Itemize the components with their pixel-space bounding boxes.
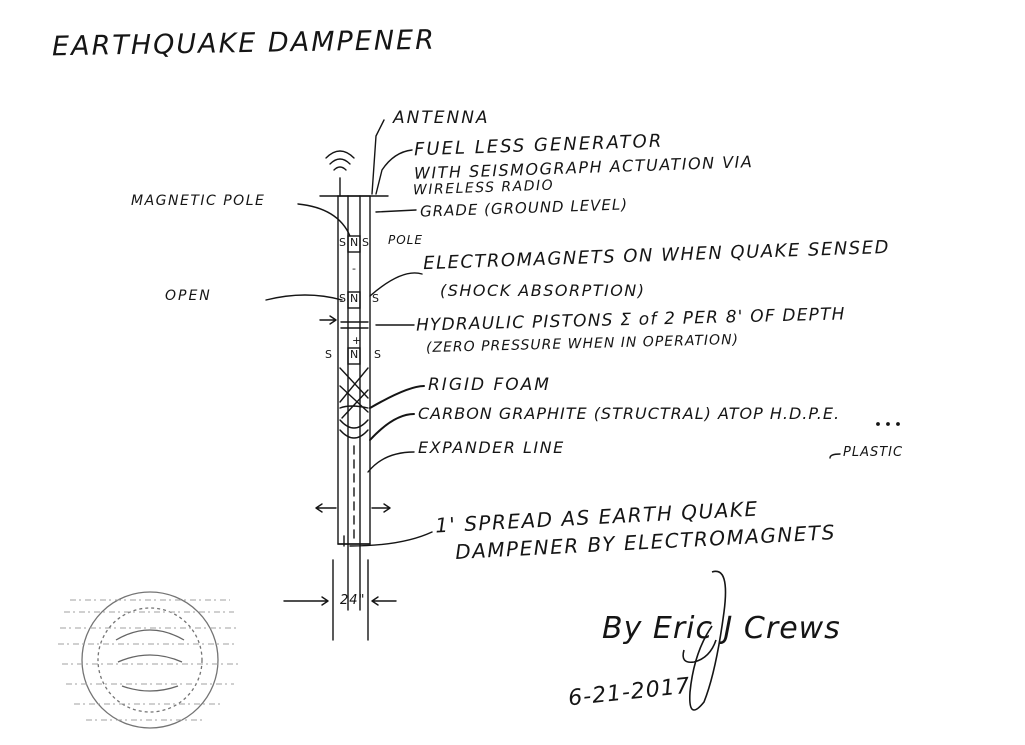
leader-plastic <box>829 453 841 459</box>
magnet-section-bottom <box>347 347 361 365</box>
leader-expander <box>367 451 415 473</box>
magnet-section-middle <box>347 291 361 309</box>
label-open: OPEN <box>165 288 212 304</box>
label-rigid-foam: RIGID FOAM <box>428 375 551 395</box>
leader-antenna <box>371 119 385 195</box>
column-base <box>337 535 371 547</box>
label-plastic: PLASTIC <box>843 445 904 460</box>
label-antenna: ANTENNA <box>393 108 490 128</box>
leader-open <box>265 294 343 301</box>
pole-mark-s-top-right: S <box>362 236 369 249</box>
label-width-dimension: 24" <box>340 593 366 608</box>
rigid-foam-hatching <box>339 367 369 419</box>
signature-flourish <box>682 570 727 711</box>
width-dimension-line <box>283 596 397 606</box>
label-pole: POLE <box>388 233 423 247</box>
leader-rigid-foam <box>369 385 425 409</box>
leader-electromagnets <box>369 272 423 297</box>
pole-mark-s-mid-right: S <box>372 292 379 305</box>
spread-arrow-left <box>315 503 337 513</box>
pole-mark-n-top: N <box>350 236 359 249</box>
pole-mark-n-mid: N <box>350 292 359 305</box>
leader-generator <box>375 149 413 195</box>
pole-mark-plus: + <box>352 334 362 347</box>
pole-mark-n-bottom: N <box>350 348 359 361</box>
pole-mark-s-bottom-left: S <box>325 348 332 361</box>
label-electromagnets-line2: (SHOCK ABSORPTION) <box>440 281 646 300</box>
notary-stamp-icon <box>58 591 238 729</box>
label-expander-line: EXPANDER LINE <box>418 438 565 457</box>
pole-mark-s-mid-left: S <box>339 292 346 305</box>
antenna-signal-icon <box>325 150 355 171</box>
spread-arrow-right <box>371 503 391 513</box>
leader-carbon <box>369 413 415 441</box>
label-magnetic-pole: MAGNETIC POLE <box>131 193 266 209</box>
label-carbon-graphite: CARBON GRAPHITE (STRUCTRAL) ATOP H.D.P.E… <box>418 404 841 423</box>
leader-grade <box>375 209 417 213</box>
pole-mark-s-bottom-right: S <box>374 348 381 361</box>
signature: By Eric J Crews <box>602 611 841 646</box>
magnet-section-top <box>347 235 361 253</box>
open-arrow <box>319 315 337 325</box>
pole-mark-s-top-left: S <box>339 236 346 249</box>
leader-magnetic-pole <box>297 203 351 237</box>
leader-spread <box>349 531 433 547</box>
pole-mark-minus: - <box>352 262 356 275</box>
